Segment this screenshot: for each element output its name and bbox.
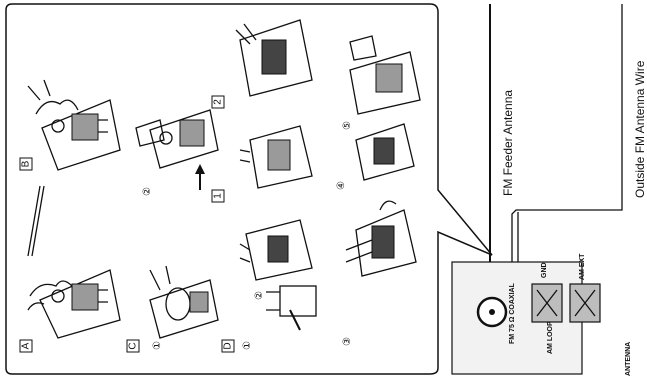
svg-text:1: 1 (213, 193, 224, 199)
section-c-label: C (126, 339, 140, 353)
illustration-d-step-1-plug: ① (242, 285, 317, 350)
boxed-step-2: 2 (211, 95, 225, 109)
svg-text:⑤: ⑤ (342, 121, 353, 130)
illustration-d-step-5: ⑤ (342, 35, 421, 130)
svg-text:A: A (21, 342, 32, 349)
svg-text:③: ③ (342, 337, 353, 346)
svg-text:①: ① (152, 341, 163, 350)
section-b-label: B (19, 157, 33, 171)
outside-fm-antenna-wire-label: Outside FM Antenna Wire (633, 60, 647, 198)
section-a-label: A (19, 339, 33, 353)
section-d-label: D (221, 339, 235, 353)
illustration-d-step-3: ③ (342, 200, 417, 346)
illustration-c-step-1: ① (149, 265, 219, 350)
fm-feeder-antenna-label: FM Feeder Antenna (501, 90, 515, 196)
svg-text:2: 2 (213, 99, 224, 105)
svg-text:①: ① (242, 341, 253, 350)
illustration-c-step-2: ② (135, 109, 219, 196)
svg-text:C: C (128, 342, 139, 349)
svg-text:④: ④ (336, 181, 347, 190)
antenna-terminal-panel: FM 75 Ω COAXIAL GND AM LOOP AM EXT ANTEN… (451, 253, 632, 376)
wire-strip (27, 185, 41, 257)
illustration-d-step-2: ② (239, 219, 313, 300)
svg-text:D: D (223, 342, 234, 349)
fm-75-coaxial-label: FM 75 Ω COAXIAL (509, 282, 516, 344)
illustration-b-hand-pull (27, 79, 121, 171)
boxed-step-1: 1 (195, 164, 225, 203)
illustration-d-cable-connector (235, 19, 313, 97)
svg-text:②: ② (254, 291, 265, 300)
illustration-d-wire-insert (239, 125, 313, 189)
gnd-label: GND (541, 262, 548, 278)
svg-text:B: B (21, 160, 32, 167)
illustration-d-step-4: ④ (336, 123, 415, 190)
antenna-panel-label: ANTENNA (625, 342, 632, 376)
am-ext-label: AM EXT (579, 253, 586, 280)
illustration-a-hand-insert (27, 269, 121, 339)
am-loop-label: AM LOOP (547, 321, 554, 354)
svg-text:②: ② (142, 187, 153, 196)
instruction-panel (5, 3, 493, 375)
